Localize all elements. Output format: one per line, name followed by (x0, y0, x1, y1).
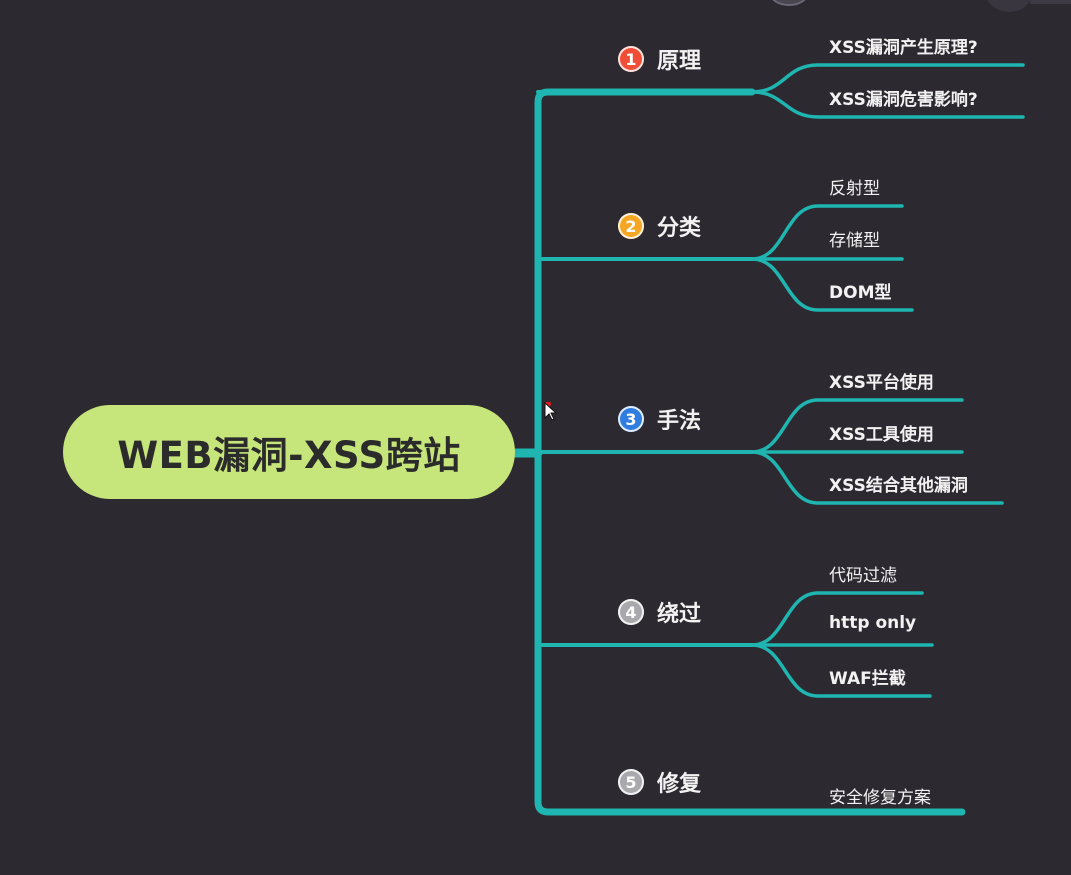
leaf-node[interactable]: http only (829, 613, 917, 633)
branch-principle[interactable]: 1 原理 (618, 43, 701, 75)
number-badge-icon: 4 (618, 599, 644, 625)
leaf-connector-4-3 (750, 643, 932, 698)
leaf-connector-1-1 (750, 63, 1025, 94)
leaf-connector-3-3 (750, 450, 1004, 505)
number-badge-icon: 5 (618, 769, 644, 795)
number-badge-icon: 1 (618, 46, 644, 72)
leaf-connector-3-1 (750, 398, 964, 454)
avatar (772, 0, 806, 4)
root-node[interactable]: WEB漏洞-XSS跨站 (63, 405, 515, 499)
leaf-node[interactable]: 安全修复方案 (829, 788, 931, 808)
avatar (985, 0, 1033, 12)
branch-classification[interactable]: 2 分类 (618, 210, 701, 242)
leaf-connector-4-1 (750, 591, 924, 647)
leaf-node[interactable]: XSS结合其他漏洞 (829, 476, 968, 496)
branch-label: 绕过 (657, 602, 702, 627)
branch-techniques[interactable]: 3 手法 (618, 403, 701, 435)
leaf-node[interactable]: XSS漏洞危害影响? (829, 90, 978, 110)
leaf-node[interactable]: 存储型 (829, 231, 880, 251)
leaf-node[interactable]: XSS平台使用 (829, 373, 934, 393)
branch-remediation[interactable]: 5 修复 (618, 766, 701, 798)
branch-label: 原理 (657, 49, 702, 74)
leaf-node[interactable]: XSS工具使用 (829, 425, 934, 445)
root-label: WEB漏洞-XSS跨站 (117, 434, 461, 477)
branch-label: 分类 (657, 216, 702, 241)
number-badge-icon: 2 (618, 213, 644, 239)
leaf-node[interactable]: WAF拦截 (829, 669, 906, 689)
leaf-node[interactable]: DOM型 (829, 283, 892, 303)
leaf-connector-2-3 (750, 257, 914, 312)
window-edge (1030, 0, 1071, 4)
number-badge-icon: 3 (618, 406, 644, 432)
leaf-node[interactable]: XSS漏洞产生原理? (829, 38, 978, 58)
branch-bypass[interactable]: 4 绕过 (618, 596, 701, 628)
leaf-connector-2-1 (750, 204, 904, 261)
leaf-connector-1-2 (750, 90, 1025, 119)
mouse-pointer-icon (544, 402, 558, 421)
branch-label: 手法 (657, 409, 702, 434)
leaf-node[interactable]: 反射型 (829, 179, 880, 199)
leaf-node[interactable]: 代码过滤 (829, 566, 897, 586)
branch-label: 修复 (657, 772, 702, 797)
